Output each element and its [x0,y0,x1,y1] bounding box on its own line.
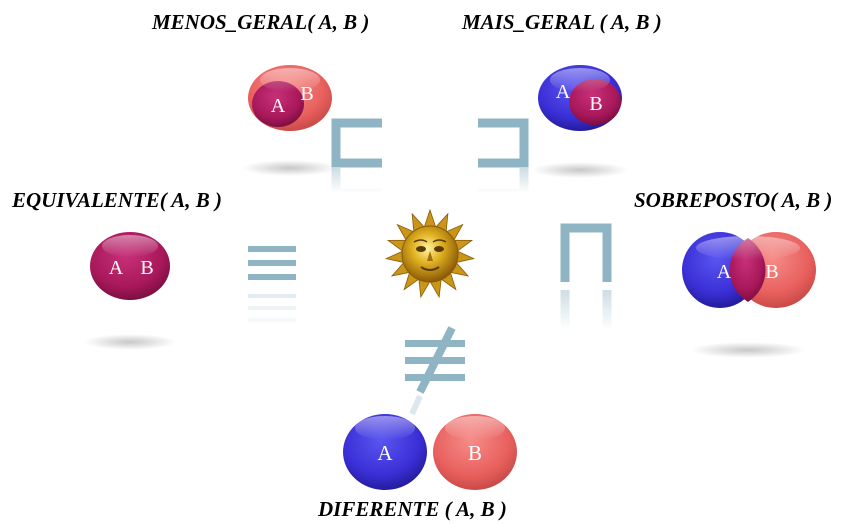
shadow [532,162,628,178]
diagram-sobreposto: A B [682,232,816,358]
diagram-diferente: A B [343,414,517,490]
label-equivalente: EQUIVALENTE( A, B ) [12,188,223,212]
label-diferente: DIFERENTE ( A, B ) [318,497,507,521]
subset-symbol [331,118,382,198]
label-menos-geral: MENOS_GERAL( A, B ) [152,10,370,34]
shadow [690,342,806,358]
gloss [102,235,158,257]
shadow [242,160,338,176]
diagram-equivalente: A B [84,232,176,350]
label-mais-geral: MAIS_GERAL ( A, B ) [462,10,662,34]
equivalent-symbol [248,246,296,322]
intersection-symbol [560,223,612,330]
gloss [445,416,505,440]
sun-icon [384,208,476,299]
diagram-menos-geral: A B [242,65,338,176]
not-equivalent-symbol [405,326,465,416]
shadow [84,334,176,350]
set-b-label: B [300,83,313,105]
set-b-label: B [140,257,153,279]
set-a-label: A [377,441,393,465]
set-b-label: B [589,93,602,115]
gloss [696,236,800,260]
set-a-label: A [556,81,571,103]
superset-symbol [478,118,529,198]
gloss [550,68,610,92]
gloss [355,416,415,440]
set-a-circle [252,81,304,127]
label-sobreposto: SOBREPOSTO( A, B ) [634,188,833,212]
set-b-label: B [468,441,482,465]
gloss [260,68,320,92]
set-a-label: A [271,95,286,117]
set-b-label: B [765,261,778,283]
diagram-mais-geral: A B [532,65,628,178]
set-a-label: A [109,257,124,279]
set-a-label: A [717,261,732,283]
